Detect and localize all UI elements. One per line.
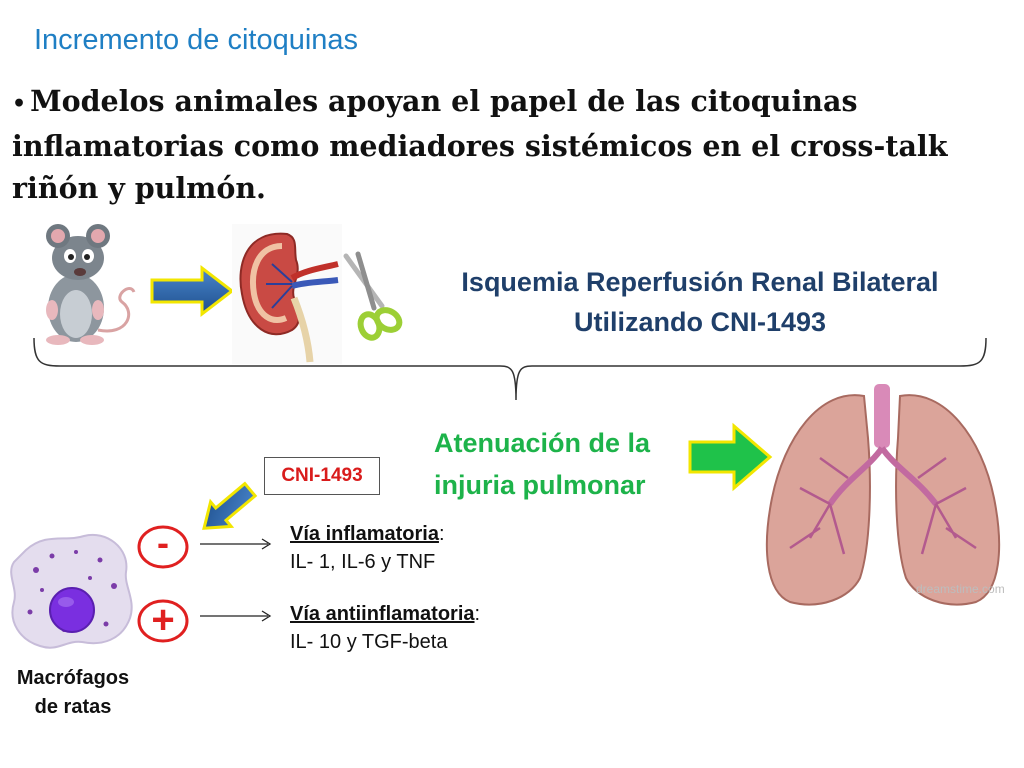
rat-icon [46,224,136,345]
antiinflammatory-cytokines: IL- 10 y TGF-beta [290,631,448,653]
plus-sign-icon [137,599,189,643]
right-arrow-icon [200,538,272,550]
outcome-text: Atenuación de la injuria pulmonar [434,422,650,506]
plus-sign: + [151,598,175,642]
bullet-marker: • [12,91,27,117]
bullet-text: Modelos animales apoyan el papel de las … [12,84,948,205]
right-arrow-icon [688,422,773,492]
watermark-text: dreamstime.com [916,582,1005,596]
macrophage-icon [10,533,133,649]
macrophage-caption-line-2: de ratas [34,696,112,718]
minus-sign-icon [137,525,189,569]
drug-label: CNI-1493 [281,465,363,486]
procedure-line-1: Isquemia Reperfusión Renal Bilateral [461,267,939,297]
antiinflammatory-pathway-name: Vía antiinflamatoria [290,603,475,625]
lungs-icon [765,384,1001,606]
inflammatory-pathway-name: Vía inflamatoria [290,523,439,545]
antiinflammatory-pathway-colon: : [474,603,481,625]
right-arrow-icon [200,610,272,622]
macrophage-caption-line-1: Macrófagos [16,667,130,689]
bullet-paragraph: •Modelos animales apoyan el papel de las… [12,80,1002,209]
outcome-line-1: Atenuación de la [434,428,651,458]
slide-title: Incremento de citoquinas [34,24,359,56]
drug-label-box: CNI-1493 [264,457,380,495]
diagonal-arrow-icon [202,481,258,530]
right-arrow-icon [150,264,235,318]
scissors-icon [343,251,403,341]
brace-icon [33,337,987,401]
kidney-icon [232,224,342,364]
inflammatory-pathway: Vía inflamatoria: IL- 1, IL-6 y TNF [290,520,445,576]
outcome-line-2: injuria pulmonar [434,470,646,500]
inflammatory-cytokines: IL- 1, IL-6 y TNF [290,551,436,573]
procedure-text: Isquemia Reperfusión Renal Bilateral Uti… [420,262,980,342]
inflammatory-pathway-colon: : [438,523,445,545]
minus-sign: - [157,522,169,563]
procedure-line-2: Utilizando CNI-1493 [573,307,827,337]
macrophage-caption: Macrófagos de ratas [4,664,142,722]
antiinflammatory-pathway: Vía antiinflamatoria: IL- 10 y TGF-beta [290,600,480,656]
